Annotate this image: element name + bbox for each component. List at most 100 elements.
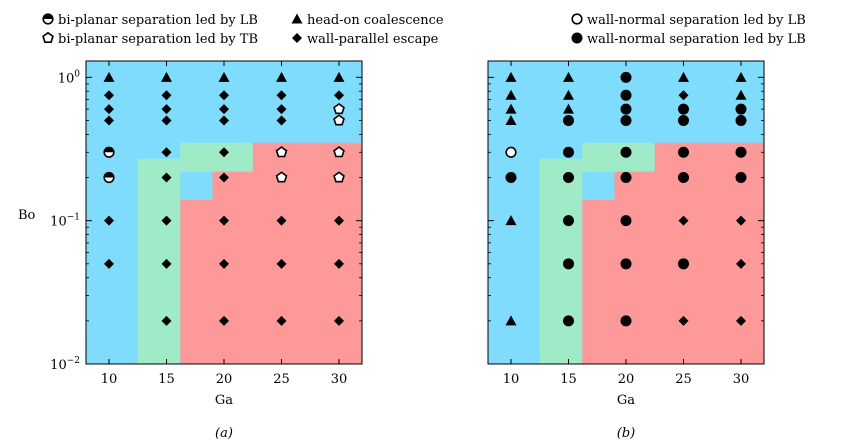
data-point-half-circle <box>103 171 115 184</box>
x-axis-label: Ga <box>215 393 233 408</box>
data-point-diamond <box>104 115 114 126</box>
data-point-diamond <box>219 147 229 158</box>
legend-entry: head-on coalescence <box>291 13 444 28</box>
data-point-circle-filled <box>735 146 747 158</box>
circle-filled-icon <box>571 32 583 44</box>
data-point-circle-filled <box>620 71 632 83</box>
data-point-triangle <box>218 71 230 82</box>
data-point-diamond <box>161 258 172 269</box>
y-tick-base: 10 <box>58 71 75 86</box>
data-point-diamond <box>736 215 746 226</box>
data-point-pentagon <box>333 114 345 126</box>
data-point-circle-open <box>505 146 517 158</box>
x-tick-label: 25 <box>273 372 290 387</box>
data-point-diamond <box>334 90 344 101</box>
data-point-diamond <box>161 104 172 115</box>
regime-region <box>539 142 655 364</box>
data-point-diamond <box>161 90 172 101</box>
data-point-diamond <box>219 104 229 115</box>
data-point-diamond <box>161 315 172 326</box>
half-circle-icon <box>42 13 54 25</box>
legend-entry: bi-planar separation led by TB <box>42 31 258 47</box>
data-point-half-circle <box>103 146 115 158</box>
x-tick-label: 15 <box>158 372 175 387</box>
data-point-diamond <box>219 215 229 226</box>
data-point-pentagon <box>333 146 345 158</box>
data-point-diamond <box>276 315 287 326</box>
legend-entry: wall-normal separation led by LB <box>571 13 806 28</box>
data-point-circle-filled <box>563 215 574 227</box>
data-point-diamond <box>219 315 229 326</box>
data-point-diamond <box>219 115 229 126</box>
data-point-circle-filled <box>620 103 632 115</box>
data-point-triangle <box>505 71 517 82</box>
regime-region <box>180 142 362 364</box>
data-point-diamond <box>678 315 689 326</box>
panel-label: (b) <box>617 426 635 441</box>
data-point-diamond <box>736 258 746 269</box>
data-point-circle-filled <box>678 258 689 270</box>
legend-label: bi-planar separation led by TB <box>58 32 258 47</box>
data-point-diamond <box>161 147 172 158</box>
data-point-triangle <box>735 71 747 82</box>
data-point-triangle <box>505 103 517 114</box>
data-point-triangle <box>678 71 689 82</box>
legend-label: bi-planar separation led by LB <box>58 13 258 28</box>
data-point-diamond <box>276 104 287 115</box>
legend-entry: wall-parallel escape <box>292 32 439 47</box>
data-point-circle-filled <box>678 114 689 126</box>
data-point-circle-filled <box>505 172 517 184</box>
data-point-circle-filled <box>620 258 632 270</box>
diamond-icon <box>292 33 302 43</box>
data-point-diamond <box>276 115 287 126</box>
x-axis-label: Ga <box>617 393 635 408</box>
data-point-circle-filled <box>678 172 689 184</box>
y-tick-label: 10−1 <box>50 213 80 230</box>
regime-region <box>582 142 764 364</box>
data-point-circle-filled <box>735 103 747 115</box>
y-tick-exponent: −1 <box>67 213 80 223</box>
plot-area <box>488 61 764 364</box>
data-point-triangle <box>505 114 517 125</box>
data-point-triangle <box>563 89 574 100</box>
regime-region <box>137 142 253 364</box>
data-point-triangle <box>735 89 747 100</box>
x-tick-label: 25 <box>675 372 692 387</box>
data-point-circle-filled <box>735 172 747 184</box>
data-point-triangle <box>505 215 517 226</box>
legend-entry: bi-planar separation led by LB <box>42 13 258 28</box>
data-point-circle-filled <box>620 114 632 126</box>
x-tick-label: 20 <box>216 372 233 387</box>
legend-label: head-on coalescence <box>307 13 444 28</box>
data-point-diamond <box>161 172 172 183</box>
data-point-diamond <box>219 172 229 183</box>
data-point-diamond <box>334 215 344 226</box>
x-tick-label: 30 <box>733 372 750 387</box>
data-point-circle-filled <box>620 146 632 158</box>
data-point-circle-filled <box>620 215 632 227</box>
legend: bi-planar separation led by LB bi-planar … <box>42 13 806 47</box>
data-point-pentagon <box>333 102 345 115</box>
data-point-triangle <box>103 71 115 82</box>
triangle-icon <box>291 13 303 24</box>
data-point-pentagon <box>333 171 345 183</box>
data-point-triangle <box>505 315 517 326</box>
data-point-circle-filled <box>620 89 632 101</box>
data-point-circle-filled <box>620 315 632 327</box>
y-tick-exponent: −2 <box>67 356 80 366</box>
data-point-circle-filled <box>620 172 632 184</box>
x-tick-label: 15 <box>560 372 577 387</box>
data-point-diamond <box>104 258 114 269</box>
circle-open-icon <box>571 13 583 25</box>
data-point-triangle <box>563 103 574 114</box>
data-point-triangle <box>505 89 517 100</box>
data-point-circle-filled <box>563 258 574 270</box>
data-point-circle-filled <box>563 172 574 184</box>
data-point-diamond <box>334 315 344 326</box>
y-tick-base: 10 <box>50 358 67 373</box>
data-point-circle-filled <box>563 146 574 158</box>
data-point-diamond <box>219 258 229 269</box>
